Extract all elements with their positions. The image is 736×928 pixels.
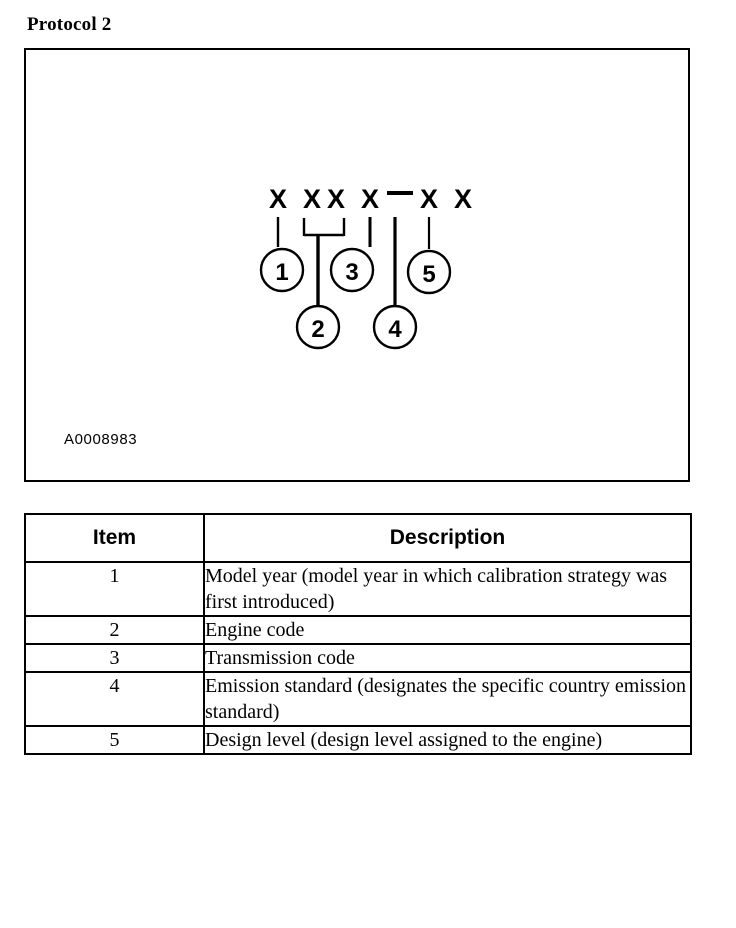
leader-bracket-2	[302, 218, 346, 237]
code-dash-separator	[387, 191, 413, 195]
cell-item-number: 3	[24, 643, 205, 673]
cell-item-description: Engine code	[203, 615, 692, 645]
table-row: 5 Design level (design level assigned to…	[24, 725, 692, 755]
callout-label-4: 4	[388, 316, 402, 343]
figure-caption: A0008983	[64, 431, 138, 448]
callout-label-1: 1	[275, 259, 288, 286]
cell-item-description: Emission standard (designates the specif…	[203, 671, 692, 727]
column-header-item: Item	[24, 513, 205, 563]
cell-item-description: Model year (model year in which calibrat…	[203, 561, 692, 617]
table-row: 2 Engine code	[24, 615, 692, 645]
cell-item-number: 4	[24, 671, 205, 727]
cell-item-description: Transmission code	[203, 643, 692, 673]
callout-circle-1: 1	[259, 247, 305, 293]
cell-item-description: Design level (design level assigned to t…	[203, 725, 692, 755]
code-char-3: X	[327, 184, 345, 214]
callout-circle-3: 3	[329, 247, 375, 293]
code-char-1: X	[269, 184, 287, 214]
callout-label-2: 2	[311, 316, 324, 343]
column-header-description: Description	[203, 513, 692, 563]
callout-circle-4: 4	[372, 304, 418, 350]
code-char-6: X	[420, 184, 438, 214]
cell-item-number: 1	[24, 561, 205, 617]
cell-item-number: 2	[24, 615, 205, 645]
code-char-7: X	[454, 184, 472, 214]
table-row: 1 Model year (model year in which calibr…	[24, 561, 692, 617]
cell-item-number: 5	[24, 725, 205, 755]
calibration-code-diagram: X X X X X X 1 3	[259, 184, 472, 350]
code-character-row: X X X X X X	[269, 184, 472, 214]
code-char-2: X	[303, 184, 321, 214]
page-title: Protocol 2	[27, 14, 112, 35]
code-char-4: X	[361, 184, 379, 214]
callout-circle-2: 2	[295, 304, 341, 350]
callout-label-5: 5	[422, 261, 435, 288]
callout-circle-5: 5	[406, 249, 452, 295]
table-row: 4 Emission standard (designates the spec…	[24, 671, 692, 727]
table-header-row: Item Description	[24, 513, 692, 563]
callout-label-3: 3	[345, 259, 358, 286]
item-description-table: Item Description 1 Model year (model yea…	[24, 513, 692, 755]
table-row: 3 Transmission code	[24, 643, 692, 673]
figure-box: X X X X X X 1 3	[24, 48, 690, 482]
